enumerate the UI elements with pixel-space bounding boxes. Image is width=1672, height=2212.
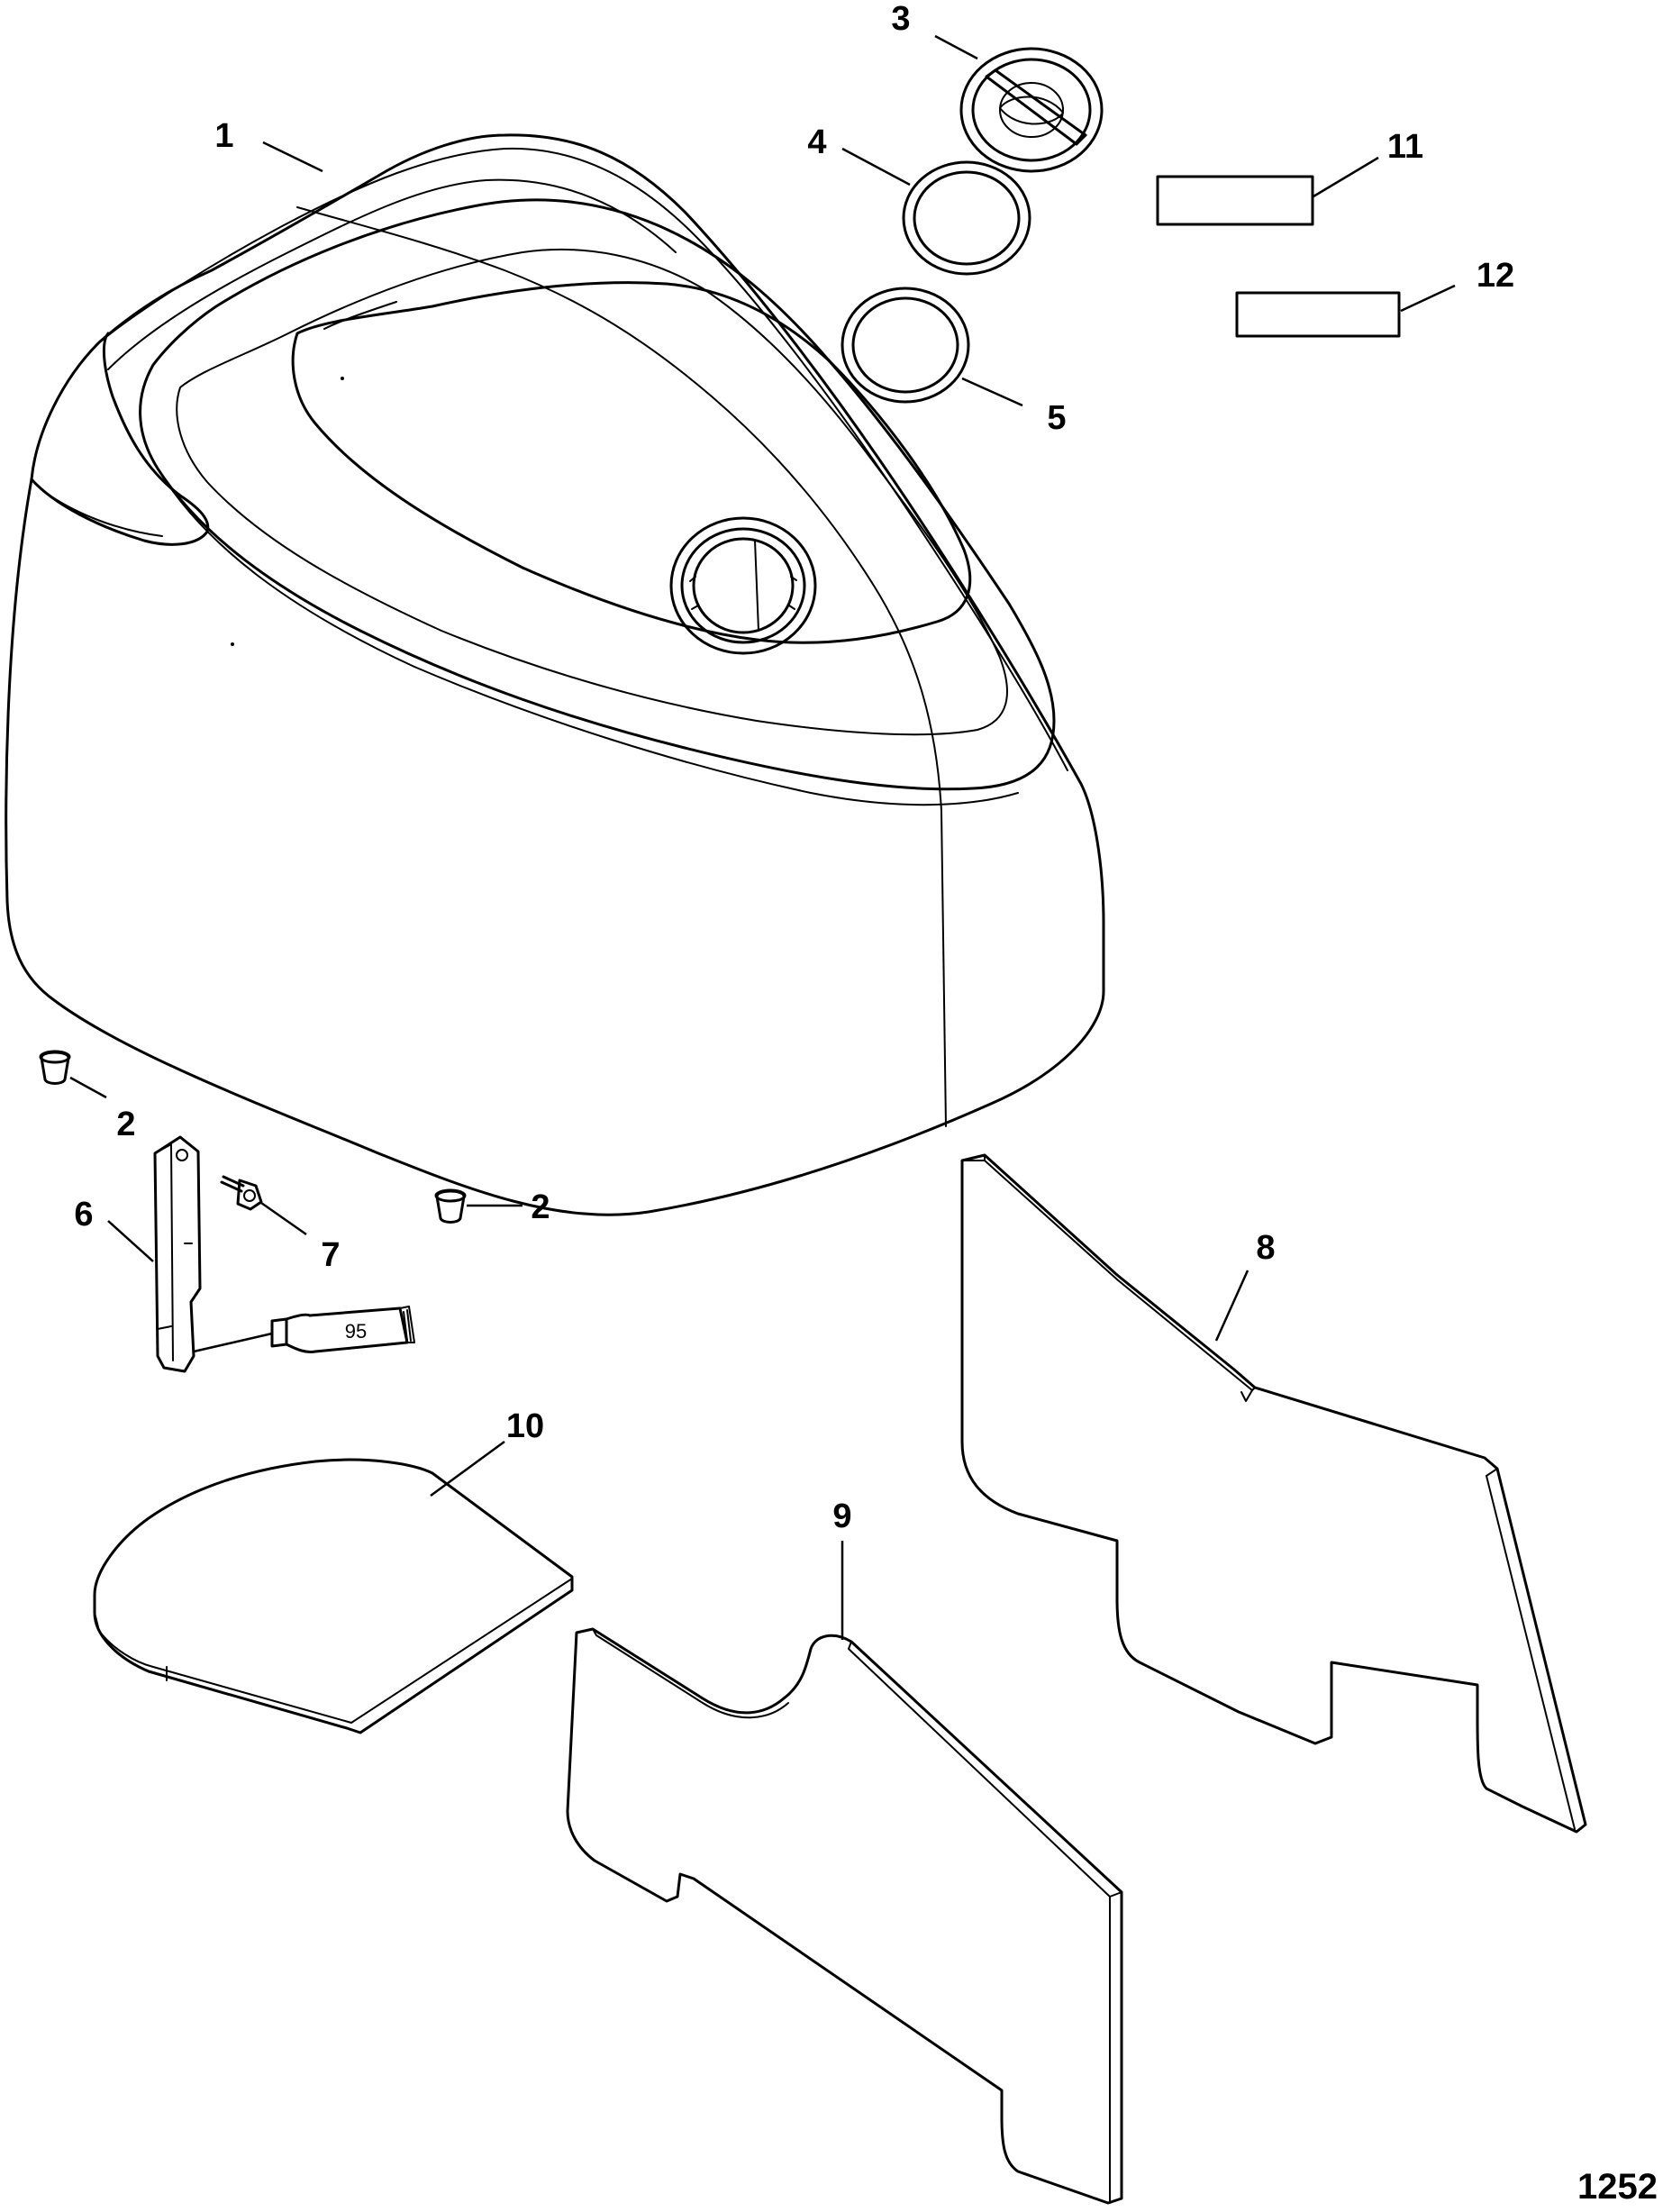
leader-7 bbox=[260, 1201, 307, 1236]
leader-3 bbox=[934, 34, 978, 60]
pad-9 bbox=[566, 1627, 1123, 2205]
callout-7: 7 bbox=[321, 1236, 340, 1274]
o-ring bbox=[841, 287, 970, 404]
sealant-tube-label: 95 bbox=[345, 1320, 367, 1343]
leader-8 bbox=[1214, 1270, 1249, 1342]
decal-11 bbox=[1156, 175, 1314, 226]
leader-4 bbox=[841, 147, 911, 187]
callout-2b: 2 bbox=[531, 1188, 550, 1226]
callout-6: 6 bbox=[74, 1196, 93, 1233]
callout-4: 4 bbox=[807, 123, 826, 161]
decal-12 bbox=[1235, 291, 1401, 338]
bracket bbox=[153, 1135, 202, 1373]
leader-5 bbox=[961, 377, 1023, 407]
sealant-leader bbox=[193, 1332, 273, 1353]
grommet-right bbox=[434, 1188, 467, 1224]
pad-10 bbox=[93, 1458, 574, 1734]
cap bbox=[959, 47, 1104, 173]
leader-10 bbox=[430, 1440, 505, 1497]
pad-8 bbox=[960, 1153, 1587, 1834]
screw bbox=[220, 1175, 263, 1211]
leader-12 bbox=[1400, 284, 1456, 313]
leader-1 bbox=[262, 141, 323, 173]
grommet-left bbox=[39, 1050, 71, 1085]
seal-ring bbox=[902, 160, 1031, 276]
sealant-tube: 95 bbox=[270, 1306, 415, 1353]
callout-9: 9 bbox=[832, 1497, 851, 1535]
leader-6 bbox=[107, 1220, 154, 1262]
callout-5: 5 bbox=[1047, 399, 1066, 437]
callout-8: 8 bbox=[1256, 1229, 1275, 1267]
callout-1: 1 bbox=[214, 117, 233, 155]
leader-2a bbox=[69, 1076, 107, 1099]
callout-2a: 2 bbox=[116, 1106, 135, 1143]
callout-10: 10 bbox=[506, 1407, 544, 1445]
callout-12: 12 bbox=[1477, 257, 1514, 295]
top-cowl bbox=[5, 133, 1105, 1216]
callout-3: 3 bbox=[891, 0, 910, 38]
leader-11 bbox=[1313, 156, 1379, 198]
figure-number: 1252 bbox=[1577, 2167, 1658, 2207]
callout-11: 11 bbox=[1387, 128, 1423, 166]
